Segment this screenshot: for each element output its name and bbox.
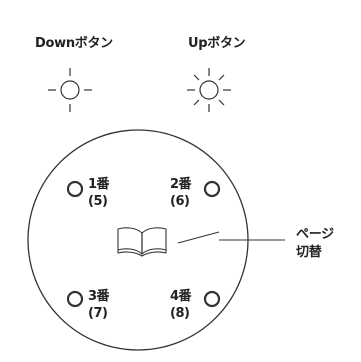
page-switch-label: ページ 切替 [296,226,334,262]
button-2-label: 2番 (6) [170,176,192,210]
button-1-label: 1番 (5) [88,176,110,210]
button-3-alt: (7) [88,306,108,321]
page-switch-leader [177,231,285,244]
button-4-alt: (8) [170,306,190,321]
page-switch-label-line2: 切替 [296,245,322,260]
button-2-number: 2番 [170,177,192,192]
button-3-number: 3番 [88,289,110,304]
down-button-label: Downボタン [35,36,113,51]
page-switch-label-line1: ページ [296,227,334,242]
button-3-circle[interactable] [66,290,84,308]
dial-outline [27,129,249,351]
button-4-label: 4番 (8) [170,288,192,322]
button-1-alt: (5) [88,194,108,209]
up-button-label: Upボタン [188,36,246,51]
button-4-number: 4番 [170,289,192,304]
book-icon[interactable] [117,227,167,257]
button-1-number: 1番 [88,177,110,192]
up-lamp-lit-icon [187,68,231,112]
down-lamp-icon [48,68,92,112]
button-2-alt: (6) [170,194,190,209]
button-2-circle[interactable] [203,180,221,198]
button-1-circle[interactable] [66,180,84,198]
button-4-circle[interactable] [203,290,221,308]
button-3-label: 3番 (7) [88,288,110,322]
